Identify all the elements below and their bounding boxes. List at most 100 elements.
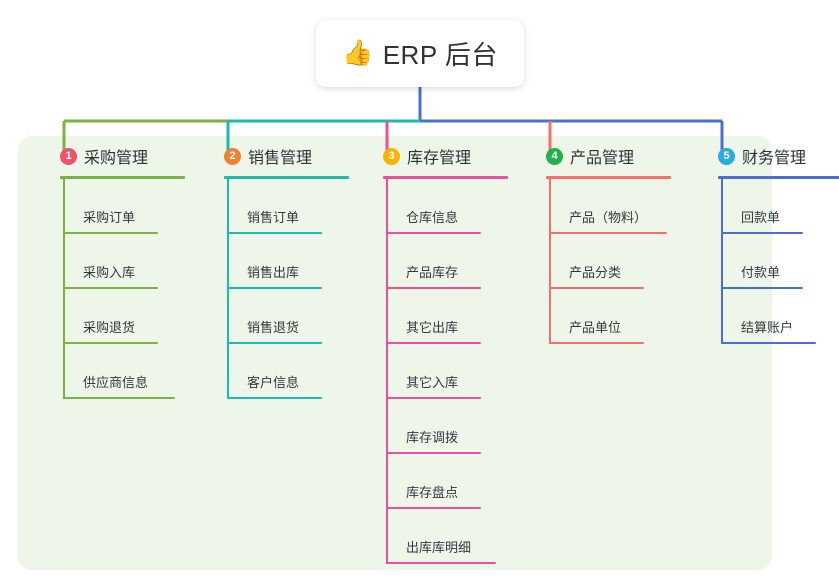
branch-item-label: 供应商信息 xyxy=(83,375,149,390)
branch-item-label: 产品分类 xyxy=(569,265,622,280)
branch-title: 产品管理 xyxy=(570,150,635,167)
branch-item[interactable]: 销售订单 xyxy=(227,179,364,234)
branch-item-label: 其它出库 xyxy=(406,320,459,335)
branch-spine xyxy=(549,179,551,344)
branch-item[interactable]: 库存盘点 xyxy=(386,454,523,509)
branch-item-rule xyxy=(63,342,158,344)
branch-item[interactable]: 回款单 xyxy=(721,179,839,234)
branch-title: 采购管理 xyxy=(84,150,149,167)
branch-item-rule xyxy=(227,232,322,234)
branch-item[interactable]: 采购入库 xyxy=(63,234,200,289)
branch-item[interactable]: 出库库明细 xyxy=(386,509,523,564)
branch-spine xyxy=(386,179,388,564)
branch-item-list: 仓库信息产品库存其它出库其它入库库存调拨库存盘点出库库明细 xyxy=(386,179,523,564)
branch-item-label: 产品（物料） xyxy=(569,210,648,225)
branch-item[interactable]: 仓库信息 xyxy=(386,179,523,234)
branch-item[interactable]: 付款单 xyxy=(721,234,839,289)
branch-item-rule xyxy=(63,287,158,289)
root-node-card[interactable]: 👍 ERP 后台 xyxy=(316,20,524,87)
branch-header-4[interactable]: 4 产品管理 xyxy=(526,136,686,176)
branch-columns: 1 采购管理采购订单采购入库采购退货供应商信息 2 销售管理销售订单销售出库销售退货客… xyxy=(18,136,839,570)
branch-item-label: 付款单 xyxy=(741,265,781,280)
branch-column-2: 2 销售管理销售订单销售出库销售退货客户信息 xyxy=(204,136,364,399)
branch-item[interactable]: 销售出库 xyxy=(227,234,364,289)
branch-title: 库存管理 xyxy=(407,150,472,167)
branch-item[interactable]: 其它入库 xyxy=(386,344,523,399)
branch-item-rule xyxy=(549,232,667,234)
branch-item[interactable]: 供应商信息 xyxy=(63,344,200,399)
branch-item-rule xyxy=(386,452,481,454)
branch-item-rule xyxy=(386,232,481,234)
branch-item-rule xyxy=(386,342,481,344)
branch-item-rule xyxy=(386,562,496,564)
branch-item-rule xyxy=(63,397,175,399)
branch-item-label: 回款单 xyxy=(741,210,781,225)
branch-item-rule xyxy=(721,342,816,344)
branch-item-label: 库存调拨 xyxy=(406,430,459,445)
branch-spine xyxy=(721,179,723,344)
branch-column-5: 5 财务管理回款单付款单结算账户 xyxy=(698,136,839,344)
branch-spine xyxy=(63,179,65,399)
branch-column-3: 3 库存管理仓库信息产品库存其它出库其它入库库存调拨库存盘点出库库明细 xyxy=(363,136,523,564)
branch-item-label: 采购退货 xyxy=(83,320,136,335)
branch-item[interactable]: 其它出库 xyxy=(386,289,523,344)
branch-item[interactable]: 产品单位 xyxy=(549,289,686,344)
branch-item-rule xyxy=(386,287,481,289)
root-node-title: 👍 ERP 后台 xyxy=(342,35,498,72)
branch-item-label: 销售退货 xyxy=(247,320,300,335)
branch-item-list: 采购订单采购入库采购退货供应商信息 xyxy=(63,179,200,399)
branch-title: 销售管理 xyxy=(248,150,313,167)
branch-item[interactable]: 产品（物料） xyxy=(549,179,686,234)
branch-item[interactable]: 客户信息 xyxy=(227,344,364,399)
branch-column-4: 4 产品管理产品（物料） 产品分类产品单位 xyxy=(526,136,686,344)
branch-number-badge: 1 xyxy=(60,147,77,165)
diagram-board xyxy=(18,136,772,570)
branch-item-label: 结算账户 xyxy=(741,320,794,335)
branch-number-badge: 4 xyxy=(546,147,563,165)
branch-item[interactable]: 采购订单 xyxy=(63,179,200,234)
branch-item-rule xyxy=(386,507,481,509)
branch-header-2[interactable]: 2 销售管理 xyxy=(204,136,364,176)
branch-item[interactable]: 销售退货 xyxy=(227,289,364,344)
branch-item[interactable]: 产品库存 xyxy=(386,234,523,289)
branch-item-rule xyxy=(386,397,481,399)
branch-item-rule xyxy=(227,342,322,344)
branch-spine xyxy=(227,179,229,399)
branch-item-label: 出库库明细 xyxy=(406,540,472,555)
branch-header-5[interactable]: 5 财务管理 xyxy=(698,136,839,176)
branch-item-label: 采购订单 xyxy=(83,210,136,225)
branch-item-rule xyxy=(63,232,158,234)
branch-item[interactable]: 库存调拨 xyxy=(386,399,523,454)
branch-item-label: 销售订单 xyxy=(247,210,300,225)
branch-item-label: 产品单位 xyxy=(569,320,622,335)
branch-number-badge: 5 xyxy=(718,147,735,165)
branch-item-rule xyxy=(549,287,644,289)
branch-column-1: 1 采购管理采购订单采购入库采购退货供应商信息 xyxy=(40,136,200,399)
branch-item-label: 仓库信息 xyxy=(406,210,459,225)
thumbs-up-icon: 👍 xyxy=(342,39,374,67)
branch-item-rule xyxy=(227,287,322,289)
branch-header-3[interactable]: 3 库存管理 xyxy=(363,136,523,176)
branch-header-rule xyxy=(546,176,671,179)
branch-header-rule xyxy=(718,176,839,179)
branch-header-rule xyxy=(60,176,185,179)
branch-item[interactable]: 结算账户 xyxy=(721,289,839,344)
branch-item-label: 销售出库 xyxy=(247,265,300,280)
branch-item-label: 库存盘点 xyxy=(406,485,459,500)
branch-header-rule xyxy=(383,176,508,179)
branch-item[interactable]: 采购退货 xyxy=(63,289,200,344)
branch-item-label: 其它入库 xyxy=(406,375,459,390)
branch-header-rule xyxy=(224,176,349,179)
branch-item-rule xyxy=(721,232,803,234)
root-title-text: ERP 后台 xyxy=(382,40,498,70)
branch-item-label: 产品库存 xyxy=(406,265,459,280)
branch-item[interactable]: 产品分类 xyxy=(549,234,686,289)
branch-number-badge: 3 xyxy=(383,147,400,165)
branch-item-label: 采购入库 xyxy=(83,265,136,280)
branch-item-rule xyxy=(227,397,322,399)
branch-item-list: 销售订单销售出库销售退货客户信息 xyxy=(227,179,364,399)
branch-title: 财务管理 xyxy=(742,150,807,167)
branch-header-1[interactable]: 1 采购管理 xyxy=(40,136,200,176)
branch-number-badge: 2 xyxy=(224,147,241,165)
branch-item-rule xyxy=(549,342,644,344)
